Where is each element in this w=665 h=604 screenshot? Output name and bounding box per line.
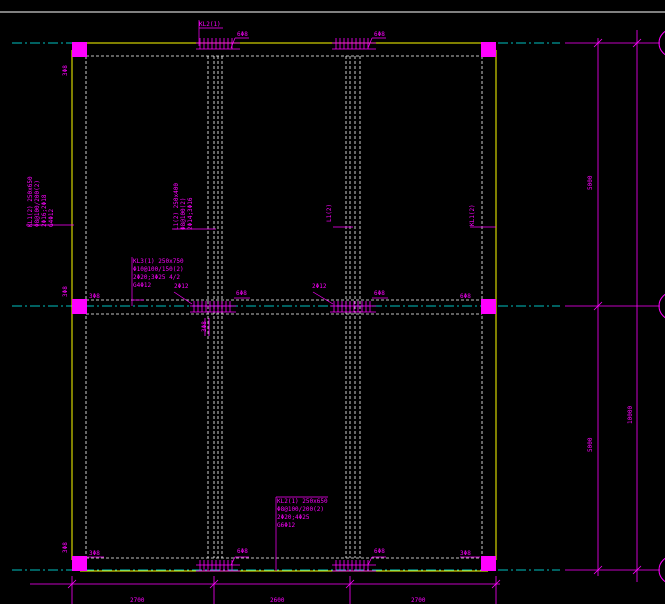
- axis-bubble-top: [658, 30, 665, 56]
- rebar-mark-top-right: [332, 38, 376, 50]
- label-stirrup-bottom-left: 6Φ8: [237, 548, 248, 555]
- label-bottom-left-side: 3Φ8: [62, 542, 69, 553]
- note-l1-left-line: L1(2) 250x400: [173, 183, 180, 230]
- note-kl1-left-line: Φ8@100/200(2): [34, 180, 41, 227]
- note-kl2-bottom-line: Φ8@100/200(2): [277, 506, 324, 513]
- leader-stirrup-bottom-right: [367, 556, 386, 566]
- note-kl3-line: Φ10@100/150(2): [133, 266, 184, 273]
- leader-stirrup-top-right: [367, 37, 386, 49]
- axis-lines: [12, 42, 560, 571]
- label-mid-bar-b: 2Φ12: [312, 283, 327, 290]
- note-l1-left: L1(2) 250x400 Φ8@100(2) 2Φ14;3Φ16: [173, 183, 194, 230]
- note-kl3-line: 2Φ20;3Φ25 4/2: [133, 274, 180, 281]
- label-mid-left-side: 3Φ8: [62, 286, 69, 297]
- rebar-mark-mid-right: [330, 301, 376, 313]
- label-bottom-right-end: 3Φ8: [460, 550, 471, 557]
- dim-text-vertical-top: 5000: [587, 175, 594, 190]
- label-mid-bar-a: 2Φ12: [174, 283, 189, 290]
- note-kl3: KL3(1) 250x750 Φ10@100/150(2) 2Φ20;3Φ25 …: [133, 258, 184, 289]
- rebar-mark-mid-left: [190, 301, 236, 313]
- dimension-texts: 5000 5000 10000 2700 2600 2700: [130, 175, 634, 604]
- leader-kl2-top: [198, 20, 223, 46]
- label-stirrup-mid-left: 6Φ8: [236, 290, 247, 297]
- note-kl1-left-line: G4Φ12: [48, 209, 55, 227]
- dim-text-horizontal-1: 2700: [130, 597, 145, 604]
- label-kl2-top: KL2(1): [199, 21, 221, 28]
- hidden-beam-lines: [85, 55, 483, 559]
- note-kl1-left-line: 2Φ16;2Φ18: [41, 194, 48, 227]
- axis-bubble-bottom: [658, 557, 665, 583]
- rebar-mark-bottom-left: [196, 560, 240, 572]
- rebar-mark-top-left: [196, 38, 240, 50]
- column-top-right: [481, 42, 496, 57]
- dimension-lines: [30, 30, 660, 604]
- column-top-left: [72, 42, 87, 57]
- leader-stirrup-bottom-left: [230, 556, 249, 566]
- label-stirrup-top-left: 6Φ8: [237, 31, 248, 38]
- label-mid-end-left: 3Φ8: [89, 293, 100, 300]
- axis-bubbles: [658, 30, 665, 583]
- dim-horiz-ticks: [67, 579, 501, 589]
- note-kl3-line: G4Φ12: [133, 282, 151, 289]
- dim-text-horizontal-3: 2700: [411, 597, 426, 604]
- label-kl1-right: KL1(2): [469, 204, 476, 226]
- dim-text-vertical-bottom: 5000: [587, 437, 594, 452]
- dim-text-vertical-total: 10000: [627, 406, 634, 424]
- leaders: [26, 20, 496, 571]
- columns: [72, 42, 496, 571]
- column-mid-left: [72, 299, 87, 314]
- column-bottom-left: [72, 556, 87, 571]
- column-mid-right: [481, 299, 496, 314]
- label-stirrup-mid-right: 6Φ8: [374, 290, 385, 297]
- label-l1-mid: L1(2): [326, 204, 333, 222]
- label-stirrup-bottom-right: 6Φ8: [374, 548, 385, 555]
- label-column-left-mark: 3Φ8: [201, 321, 208, 332]
- beam-outlines: [71, 42, 497, 572]
- dim-ticks: [593, 38, 642, 575]
- note-kl1-left: KL1(2) 250x650 Φ8@100/200(2) 2Φ16;2Φ18 G…: [27, 176, 55, 227]
- leader-kl2-bottom: [275, 496, 328, 571]
- beam-section-mark: [204, 318, 210, 336]
- note-kl2-bottom: KL2(1) 250x650 Φ8@100/200(2) 2Φ20;4Φ25 G…: [277, 498, 328, 529]
- leader-kl3: [131, 257, 144, 306]
- annotation-texts: KL2(1) 6Φ8 6Φ8 6Φ8 6Φ8 6Φ8 6Φ8 3Φ8 6Φ8 2…: [27, 21, 476, 557]
- label-bottom-left-end: 3Φ8: [89, 550, 100, 557]
- note-l1-left-line: 2Φ14;3Φ16: [187, 197, 194, 230]
- label-stirrup-top-right: 6Φ8: [374, 31, 385, 38]
- rebar-mark-bottom-right: [332, 560, 376, 572]
- leader-bar-b: [312, 291, 334, 305]
- note-l1-left-line: Φ8@100(2): [180, 197, 187, 230]
- column-bottom-right: [481, 556, 496, 571]
- leader-bar-a: [173, 291, 193, 305]
- note-kl2-bottom-line: G6Φ12: [277, 522, 295, 529]
- note-kl1-left-line: KL1(2) 250x650: [27, 176, 34, 227]
- label-top-left-side: 3Φ8: [62, 65, 69, 76]
- dim-text-horizontal-2: 2600: [270, 597, 285, 604]
- label-mid-end-right: 6Φ8: [460, 293, 471, 300]
- axis-bubble-mid: [658, 293, 665, 319]
- note-kl3-line: KL3(1) 250x750: [133, 258, 184, 265]
- note-kl2-bottom-line: 2Φ20;4Φ25: [277, 514, 310, 521]
- note-kl2-bottom-line: KL2(1) 250x650: [277, 498, 328, 505]
- rebar-marks: [190, 38, 376, 572]
- leader-stirrup-top-left: [230, 37, 249, 49]
